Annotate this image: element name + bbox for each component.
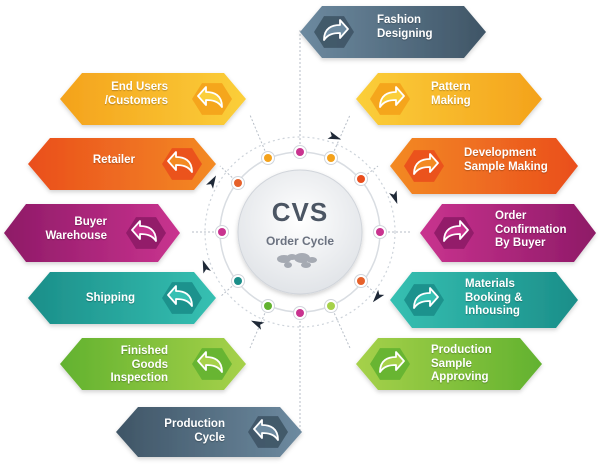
center-title: CVS bbox=[271, 197, 329, 227]
curved-arrow-icon bbox=[197, 351, 223, 373]
curved-arrow-icon bbox=[379, 351, 405, 373]
stage-banner-shape bbox=[60, 338, 246, 390]
curved-arrow-icon bbox=[413, 153, 439, 175]
stage-label-pattern-making: Pattern Making bbox=[431, 81, 471, 107]
stage-banner-shape bbox=[116, 407, 302, 457]
stage-banner bbox=[390, 138, 578, 194]
stage-banner-shape bbox=[300, 6, 486, 58]
stage-banner bbox=[390, 272, 578, 328]
stage-label-production-sample-approving: Production Sample Approving bbox=[431, 344, 492, 383]
stage-banner-shape bbox=[390, 272, 578, 328]
ring-dot bbox=[327, 302, 335, 310]
cycle-arrow-icon bbox=[250, 320, 265, 330]
ring-dot bbox=[264, 302, 272, 310]
ring-dot bbox=[234, 277, 242, 285]
curved-arrow-icon bbox=[413, 287, 439, 309]
curved-arrow-icon bbox=[253, 419, 279, 441]
ring-dot bbox=[357, 277, 365, 285]
outer-dotted-ring bbox=[204, 136, 396, 328]
stage-banner-shape bbox=[60, 73, 246, 125]
ring-dot bbox=[296, 148, 304, 156]
stage-banner-shape bbox=[356, 338, 542, 390]
ring-dot bbox=[218, 228, 226, 236]
cycle-arrow-icon bbox=[372, 289, 385, 303]
stage-banner-shape bbox=[390, 138, 578, 194]
curved-arrow-icon bbox=[167, 285, 193, 307]
stage-banner bbox=[356, 73, 542, 125]
stage-label-materials-booking: Materials Booking & Inhousing bbox=[465, 278, 523, 317]
center-disc bbox=[237, 169, 363, 295]
curved-arrow-icon bbox=[131, 220, 157, 242]
stage-label-order-confirmation: Order Confirmation By Buyer bbox=[495, 210, 567, 249]
cycle-arrow-icon bbox=[206, 175, 217, 189]
stage-banner bbox=[116, 407, 302, 457]
ring-dot bbox=[234, 179, 242, 187]
stage-banner bbox=[420, 204, 596, 262]
stage-banner bbox=[28, 272, 216, 324]
cycle-arrow-icon bbox=[389, 190, 398, 205]
curved-arrow-icon bbox=[167, 151, 193, 173]
ring-dot bbox=[264, 154, 272, 162]
ring-dot bbox=[357, 175, 365, 183]
cycle-arrow-icon bbox=[327, 131, 342, 140]
stage-banner-shape bbox=[356, 73, 542, 125]
stage-banner bbox=[300, 6, 486, 58]
stage-banner bbox=[28, 138, 216, 190]
stage-label-buyer-warehouse: Buyer Warehouse bbox=[45, 216, 107, 242]
stage-banner bbox=[60, 73, 246, 125]
stage-label-development-sample-making: Development Sample Making bbox=[464, 147, 548, 173]
ring-dot bbox=[327, 154, 335, 162]
world-map-icon bbox=[277, 253, 317, 268]
curved-arrow-icon bbox=[443, 220, 469, 242]
stage-label-fashion-designing: Fashion Designing bbox=[377, 14, 433, 40]
stage-label-retailer: Retailer bbox=[92, 154, 135, 166]
curved-arrow-icon bbox=[379, 86, 405, 108]
ring-dot bbox=[376, 228, 384, 236]
curved-arrow-icon bbox=[197, 86, 223, 108]
cycle-arrow-icon bbox=[202, 259, 211, 274]
curved-arrow-icon bbox=[323, 19, 349, 41]
stage-label-production-cycle: Production Cycle bbox=[164, 418, 225, 444]
stage-banner bbox=[356, 338, 542, 390]
stage-label-finished-goods-inspection: Finished Goods Inspection bbox=[110, 345, 168, 384]
center-subtitle: Order Cycle bbox=[265, 234, 335, 248]
stage-banner-shape bbox=[28, 272, 216, 324]
stage-label-end-users-customers: End Users /Customers bbox=[104, 81, 168, 107]
stage-banner-shape bbox=[28, 138, 216, 190]
stage-label-shipping: Shipping bbox=[85, 292, 135, 304]
stage-banner bbox=[60, 338, 246, 390]
ring-dot bbox=[296, 309, 304, 317]
stage-banner bbox=[4, 204, 180, 262]
connector-line bbox=[360, 165, 379, 180]
